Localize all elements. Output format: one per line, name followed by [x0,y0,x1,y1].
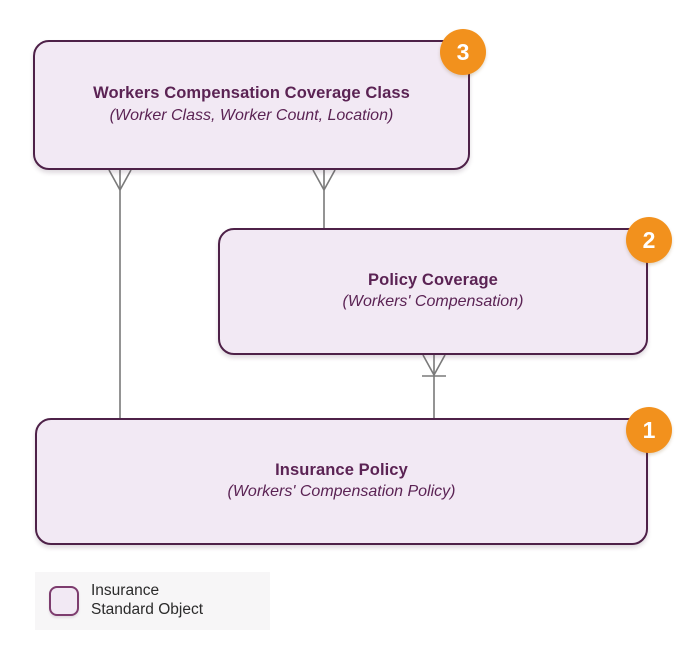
step-badge-2[interactable]: 2 [626,217,672,263]
entity-title: Insurance Policy [275,460,408,479]
connector-coverage-to-coverage-class [312,169,336,228]
entity-subtitle: (Workers' Compensation Policy) [227,483,456,501]
entity-box-policy-coverage[interactable]: Policy Coverage (Workers' Compensation) [218,228,648,355]
connector-policy-to-coverage [422,354,446,418]
step-badge-1[interactable]: 1 [626,407,672,453]
legend-label: Insurance Standard Object [91,582,204,618]
entity-subtitle: (Worker Class, Worker Count, Location) [109,106,394,124]
entity-box-insurance-policy[interactable]: Insurance Policy (Workers' Compensation … [35,418,648,545]
entity-title: Workers Compensation Coverage Class [93,84,410,103]
legend: Insurance Standard Object [35,572,270,630]
entity-subtitle: (Workers' Compensation) [342,293,524,311]
crowsfoot-marker [422,354,446,376]
insurance-standard-object-swatch-icon [49,586,79,616]
entity-box-workers-comp-coverage-class[interactable]: Workers Compensation Coverage Class (Wor… [33,40,470,170]
crowsfoot-marker [108,169,132,191]
entity-title: Policy Coverage [368,270,498,289]
step-badge-3[interactable]: 3 [440,29,486,75]
crowsfoot-marker [312,169,336,191]
connector-policy-to-coverage-class [108,169,132,418]
